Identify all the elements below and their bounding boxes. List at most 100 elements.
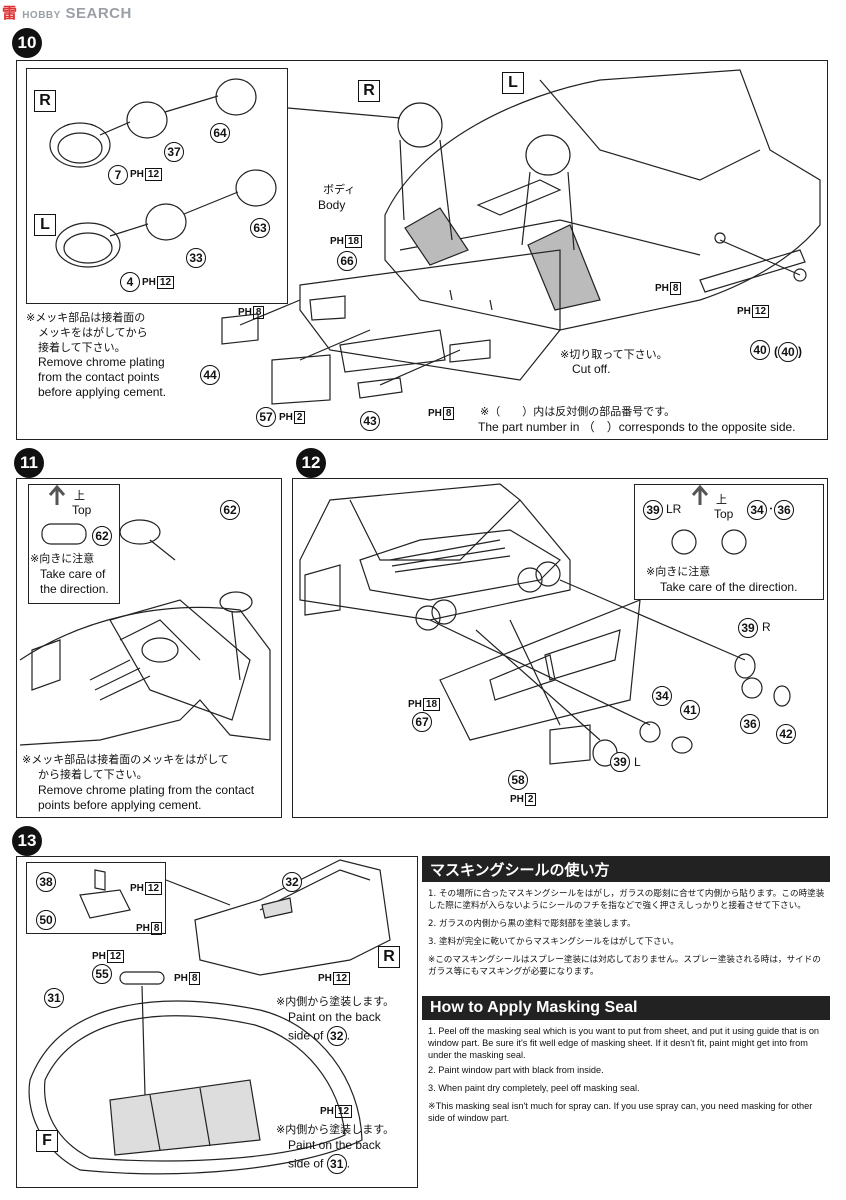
part-41: 41: [680, 700, 700, 720]
step-10-number: 10: [12, 28, 42, 58]
step-11-inset-frame: [28, 484, 120, 604]
part-7: 7: [108, 165, 128, 185]
step-10-left-label: L: [34, 214, 56, 236]
step-13-frame: [16, 856, 418, 1188]
part-34: 34: [652, 686, 672, 706]
part-33: 33: [186, 248, 206, 268]
part-62: 62: [220, 500, 240, 520]
paint-note-32-en-2: side of 32.: [288, 1026, 350, 1046]
step-10-inset-frame: [26, 68, 288, 304]
part-4: 4: [120, 272, 140, 292]
direction-note-en-11a: Take care of: [40, 567, 106, 581]
chrome-note-11-jp-1: ※メッキ部品は接着面のメッキをはがして: [22, 753, 229, 766]
opposite-note-jp: ※（ ）内は反対側の部品番号です。: [480, 405, 676, 418]
step-13-right-label: R: [378, 946, 400, 968]
chrome-note-en-3: before applying cement.: [38, 385, 167, 399]
r-label: R: [762, 620, 771, 634]
masking-en-item-1: 1. Peel off the masking seal which is yo…: [428, 1026, 820, 1060]
paint-note-31-en-2: side of 31.: [288, 1154, 350, 1174]
separator-dot: ･: [768, 502, 775, 516]
direction-note-en-12: Take care of the direction.: [660, 580, 798, 594]
l-label: L: [634, 755, 641, 769]
direction-note-jp-12: ※向きに注意: [646, 565, 711, 578]
masking-en-item-3: 3. When paint dry completely, peel off m…: [428, 1083, 640, 1093]
paint-note-32-en-1: Paint on the back: [288, 1010, 381, 1024]
top-jp-11: 上: [74, 489, 85, 502]
part-58: 58: [508, 770, 528, 790]
part-39-inset: 39: [643, 500, 663, 520]
step-12-number: 12: [296, 448, 326, 478]
cut-note-en: Cut off.: [572, 362, 611, 376]
direction-note-en-11b: the direction.: [40, 582, 109, 596]
top-jp-12: 上: [716, 493, 727, 506]
part-38: 38: [36, 872, 56, 892]
step-10-frame: [16, 60, 828, 440]
part-36: 36: [740, 714, 760, 734]
paint-note-31-en-1: Paint on the back: [288, 1138, 381, 1152]
part-55: 55: [92, 964, 112, 984]
part-63: 63: [250, 218, 270, 238]
cut-note-jp: ※切り取って下さい。: [560, 348, 668, 361]
step-11-illustration: [19, 484, 271, 746]
masking-title-en: How to Apply Masking Seal: [422, 996, 830, 1020]
part-39-l: 39: [610, 752, 630, 772]
part-43: 43: [360, 411, 380, 431]
step-10-illustration: [49, 69, 821, 405]
chrome-note-jp-3: 接着して下さい。: [38, 341, 126, 354]
step-13-number: 13: [12, 826, 42, 856]
chrome-note-en-1: Remove chrome plating: [38, 355, 165, 369]
masking-title-jp: マスキングシールの使い方: [422, 856, 830, 882]
masking-jp-item-1: 1. その場所に合ったマスキングシールをはがし，ガラスの彫刻に合せて内側から貼り…: [428, 889, 825, 911]
part-50: 50: [36, 910, 56, 930]
masking-jp-item-3: 3. 塗料が完全に乾いてからマスキングシールをはがして下さい。: [428, 937, 679, 947]
body-label-en: Body: [318, 198, 346, 212]
chrome-note-jp-1: ※メッキ部品は接着面の: [26, 311, 146, 324]
part-37: 37: [164, 142, 184, 162]
step-13-front-label: F: [36, 1130, 58, 1152]
part-66: 66: [337, 251, 357, 271]
step-12-inset-frame: [634, 484, 824, 600]
masking-en-item-4: ※This masking seal isn't much for spray …: [428, 1101, 813, 1123]
part-39-r: 39: [738, 618, 758, 638]
step-10-right-label-body: R: [358, 80, 380, 102]
chrome-note-11-en-1: Remove chrome plating from the contact: [38, 783, 255, 797]
direction-note-jp-11: ※向きに注意: [30, 552, 95, 565]
lr-label: LR: [666, 502, 682, 516]
step-12-frame: [292, 478, 828, 818]
body-label-jp: ボディ: [323, 183, 356, 196]
part-42: 42: [776, 724, 796, 744]
step-11-number: 11: [14, 448, 44, 478]
masking-en-item-2: 2. Paint window part with black from ins…: [428, 1065, 604, 1075]
chrome-note-11-en-2: points before applying cement.: [38, 798, 202, 812]
masking-jp-item-4: ※このマスキングシールはスプレー塗装には対応しておりません。スプレー塗装される時…: [428, 955, 821, 977]
part-40: 40: [750, 340, 770, 360]
part-32: 32: [282, 872, 302, 892]
part-31: 31: [44, 988, 64, 1008]
paint-note-32-jp: ※内側から塗装します。: [276, 995, 395, 1008]
part-34-inset: 34: [747, 500, 767, 520]
step-11-frame: [16, 478, 282, 818]
opposite-note-en: The part number in （ ）corresponds to the…: [478, 420, 796, 434]
part-57: 57: [256, 407, 276, 427]
part-36-inset: 36: [774, 500, 794, 520]
chrome-note-jp-2: メッキをはがしてから: [38, 326, 148, 339]
step-10-left-label-body: L: [502, 72, 524, 94]
part-67: 67: [412, 712, 432, 732]
step-13-illustration: [28, 859, 391, 1175]
top-en-11: Top: [72, 503, 92, 517]
chrome-note-11-jp-2: から接着して下さい。: [38, 768, 148, 781]
site-logo: 雷 HOBBY SEARCH: [2, 5, 132, 22]
top-en-12: Top: [714, 507, 734, 521]
